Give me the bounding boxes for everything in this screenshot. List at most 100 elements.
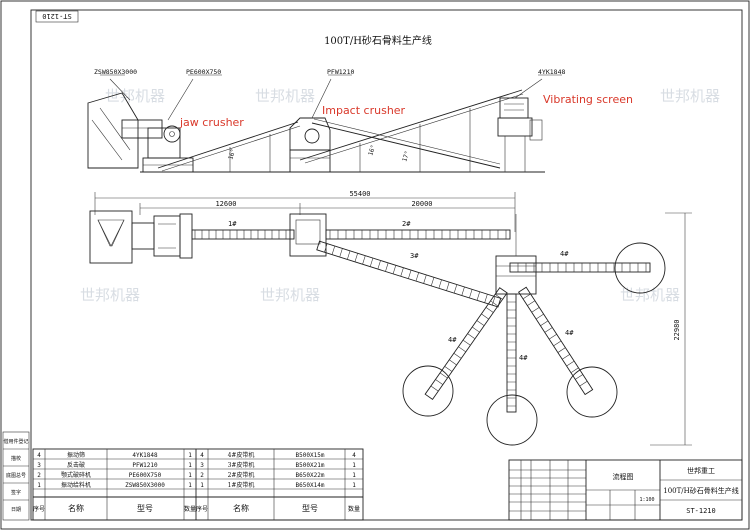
plan-vibrating-screen [495, 255, 537, 295]
belt-2-angle: 16° [367, 144, 377, 156]
vibrating-screen [499, 97, 529, 119]
screen-model-label: 4YK1848 [538, 68, 565, 76]
label-belt-2: 2# [402, 220, 411, 228]
plan-belt-3 [316, 240, 502, 308]
svg-text:ZSW850X3000: ZSW850X3000 [125, 482, 165, 489]
label-belt-4-center: 4# [519, 354, 528, 362]
dim-segment-1: 12600 [215, 200, 236, 208]
plan-belt-4-left [424, 287, 508, 400]
side-label-strip: 借用件登记 描校 底图总号 签字 日期 [2, 431, 30, 521]
feeder-hopper [87, 92, 139, 169]
stockpile-center [486, 394, 538, 446]
side-label: 日期 [11, 507, 21, 513]
header-qty: 数量 [348, 505, 360, 513]
watermark: 世邦机器 [80, 286, 140, 304]
part-name: 振动给料机 [61, 481, 91, 489]
svg-text:2: 2 [200, 472, 204, 479]
dim-segment-2: 20000 [411, 200, 432, 208]
stockpile-right [614, 242, 666, 294]
svg-text:2: 2 [37, 472, 41, 479]
vibrating-screen-note: Vibrating screen [543, 93, 633, 106]
svg-text:1: 1 [188, 452, 192, 459]
svg-text:3: 3 [37, 462, 41, 469]
watermark: 世邦机器 [620, 286, 680, 304]
svg-text:PE600X750: PE600X750 [129, 472, 162, 479]
plan-belt-4-lower-right [518, 286, 594, 396]
part-name: 1#皮带机 [228, 481, 255, 489]
part-name: 3#皮带机 [228, 461, 255, 469]
impact-crusher-note: Impact crusher [322, 104, 406, 117]
company-name: 世邦重工 [687, 466, 715, 475]
drawing-name: 100T/H砂石骨料生产线 [663, 486, 739, 495]
header-name: 名称 [233, 503, 249, 513]
watermark: 世邦机器 [105, 87, 165, 105]
jaw-flywheel [163, 125, 181, 143]
svg-text:B500X15m: B500X15m [296, 452, 325, 459]
dimension-lines: 55400 12600 20000 22980 [94, 190, 692, 446]
header-qty: 数量 [184, 505, 196, 513]
svg-text:1: 1 [188, 482, 192, 489]
svg-text:4YK1848: 4YK1848 [132, 452, 158, 459]
svg-text:PFW1210: PFW1210 [132, 462, 158, 469]
belt-1-angle: 16° [227, 148, 237, 160]
svg-text:1: 1 [352, 482, 356, 489]
svg-text:1: 1 [352, 462, 356, 469]
plan-view: 1# 2# 3# 4# 4# 4# 4# [89, 210, 666, 446]
flow-chart-label: 流程图 [613, 472, 634, 481]
side-label: 底图总号 [6, 472, 26, 479]
belt-2-elevation [299, 89, 523, 161]
svg-text:B650X14m: B650X14m [296, 482, 325, 489]
header-seq: 序号 [33, 505, 45, 513]
label-belt-4-left: 4# [448, 336, 457, 344]
jaw-model-label: PE600X750 [186, 68, 221, 76]
scale-label: 1:100 [639, 497, 654, 503]
feeder-model-label: ZSW850X3000 [94, 68, 137, 76]
part-name: 4#皮带机 [228, 451, 255, 459]
jaw-crusher-note: jaw crusher [179, 116, 244, 129]
plan-belt-4-center [506, 293, 517, 413]
corner-code-box [35, 10, 79, 23]
svg-text:4: 4 [200, 452, 204, 459]
svg-text:4: 4 [352, 452, 356, 459]
watermark: 世邦机器 [255, 87, 315, 105]
dim-total-length: 55400 [349, 190, 370, 198]
drawing-title: 100T/H砂石骨料生产线 [324, 34, 432, 47]
header-model: 型号 [137, 504, 153, 513]
belt-3-elevation [311, 122, 501, 169]
svg-text:1: 1 [188, 472, 192, 479]
side-label: 签字 [11, 489, 21, 496]
stockpile-lower-right [566, 366, 618, 418]
plan-jaw-crusher [153, 215, 181, 257]
plan-belt-1 [191, 229, 295, 240]
label-belt-3: 3# [410, 252, 419, 260]
stockpile-left [402, 365, 454, 417]
svg-text:1: 1 [188, 462, 192, 469]
impact-model-label: PFW1210 [327, 68, 354, 76]
part-name: 颚式破碎机 [61, 471, 91, 479]
vibrating-feeder [121, 119, 163, 139]
watermark: 世邦机器 [260, 286, 320, 304]
elevation-view: ZSW850X3000 PE600X750 PFW1210 4YK1848 ja… [87, 68, 633, 173]
plan-feeder-hopper [89, 210, 133, 264]
belt-1-elevation [157, 121, 299, 169]
label-belt-4-right: 4# [560, 250, 569, 258]
header-seq: 序号 [196, 505, 208, 513]
watermark: 世邦机器 [660, 87, 720, 105]
inner-frame [30, 9, 743, 521]
svg-text:1: 1 [352, 472, 356, 479]
svg-text:4: 4 [37, 452, 41, 459]
svg-text:B650X22m: B650X22m [296, 472, 325, 479]
title-block: 流程图 世邦重工 100T/H砂石骨料生产线 ST-1210 1:100 [508, 459, 743, 521]
plan-belt-4-right [509, 262, 651, 273]
svg-text:3: 3 [200, 462, 204, 469]
svg-text:B500X21m: B500X21m [296, 462, 325, 469]
svg-text:1: 1 [37, 482, 41, 489]
header-model: 型号 [302, 504, 318, 513]
part-name: 振动筛 [67, 451, 85, 459]
dim-height: 22980 [673, 319, 681, 340]
header-name: 名称 [68, 503, 84, 513]
watermark-group: 世邦机器 世邦机器 世邦机器 世邦机器 世邦机器 世邦机器 [80, 87, 720, 304]
side-label: 描校 [11, 455, 21, 462]
